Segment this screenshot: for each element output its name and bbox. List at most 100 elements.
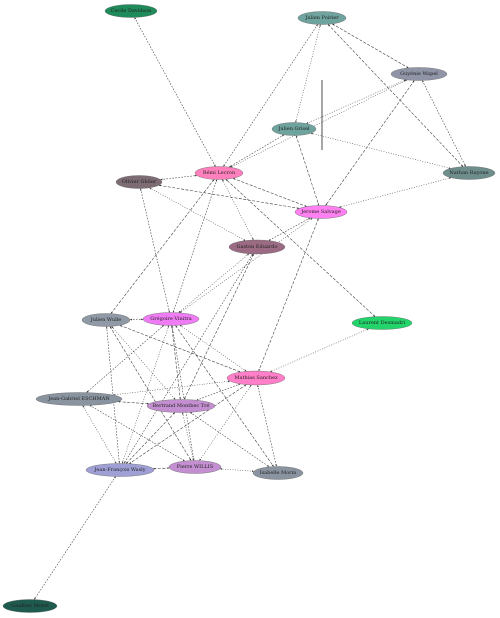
edge-n2-n7 bbox=[223, 24, 318, 167]
edge-n11-n15 bbox=[171, 325, 181, 400]
edge-n15-n18 bbox=[189, 412, 270, 468]
edge-n7-n10 bbox=[110, 179, 215, 314]
edge-n9-n11 bbox=[178, 253, 250, 313]
edge-n3-n7 bbox=[230, 79, 408, 168]
edge-n8-n9 bbox=[268, 217, 311, 241]
node-ellipse[interactable] bbox=[252, 466, 304, 480]
edge-n11-n18 bbox=[175, 325, 274, 467]
node-label: Jerome Salvage bbox=[300, 209, 341, 215]
node-ellipse[interactable] bbox=[390, 67, 448, 81]
edge-n6-n7 bbox=[160, 174, 197, 181]
node-ellipse[interactable] bbox=[85, 463, 155, 477]
graph-node[interactable]: Nathan Rayone bbox=[442, 166, 496, 180]
node-label: Julien Poirier bbox=[304, 15, 339, 21]
node-ellipse[interactable] bbox=[146, 399, 216, 413]
node-label: Guyénie Wapel bbox=[400, 70, 438, 77]
node-ellipse[interactable] bbox=[142, 312, 200, 326]
edge-n12-n13 bbox=[269, 328, 369, 373]
edge-n16-n17 bbox=[153, 467, 170, 470]
node-ellipse[interactable] bbox=[297, 11, 347, 25]
node-ellipse[interactable] bbox=[228, 239, 286, 255]
edge-n1-n7 bbox=[134, 17, 216, 167]
edge-n13-n14 bbox=[112, 380, 231, 396]
edge-n4-n5 bbox=[310, 132, 451, 169]
edge-n3-n4 bbox=[306, 79, 407, 124]
edge-n7-n11 bbox=[172, 179, 218, 313]
node-label: Jean-François Wasly bbox=[93, 467, 145, 473]
node-ellipse[interactable] bbox=[271, 122, 317, 136]
node-label: Jean-Gabriel ESCHMAN bbox=[47, 396, 110, 402]
edge-n10-n13 bbox=[119, 325, 241, 373]
edge-n11-n13 bbox=[179, 324, 247, 372]
node-ellipse[interactable] bbox=[115, 175, 163, 189]
node-label: Nathan Rayone bbox=[449, 170, 488, 176]
edge-n6-n9 bbox=[149, 187, 246, 241]
node-ellipse[interactable] bbox=[294, 205, 348, 219]
edge-n11-n14 bbox=[86, 325, 164, 393]
graph-node[interactable]: Pierre WILLIS bbox=[168, 460, 222, 474]
node-ellipse[interactable] bbox=[168, 460, 222, 474]
edge-n10-n15 bbox=[111, 326, 176, 400]
edge-n8-n11 bbox=[179, 217, 313, 314]
node-ellipse[interactable] bbox=[35, 392, 123, 406]
graph-node[interactable]: Gaston Eduardo bbox=[228, 239, 286, 255]
edge-n2-n3 bbox=[332, 23, 409, 69]
edge-n14-n15 bbox=[118, 400, 150, 405]
edge-n13-n18 bbox=[257, 384, 277, 467]
node-label: Julien Wulle bbox=[90, 317, 122, 323]
graph-node[interactable]: Olivier Ghiler bbox=[115, 175, 163, 189]
node-label: Cecile Davidson bbox=[111, 8, 153, 14]
node-ellipse[interactable] bbox=[442, 166, 496, 180]
graph-node[interactable]: Jean-Gabriel ESCHMAN bbox=[35, 392, 123, 406]
graph-node[interactable]: Bertrand Montbec Tré bbox=[146, 399, 216, 413]
graph-node[interactable]: Julien Grisel bbox=[271, 122, 317, 136]
graph-node[interactable]: Julien Poirier bbox=[297, 11, 347, 25]
node-ellipse[interactable] bbox=[2, 599, 58, 613]
node-ellipse[interactable] bbox=[194, 166, 244, 180]
edge-n13-n16 bbox=[129, 384, 247, 464]
node-ellipse[interactable] bbox=[351, 316, 413, 330]
edge-n15-n16 bbox=[125, 412, 176, 464]
graph-node[interactable]: Julien Wulle bbox=[81, 313, 131, 327]
node-label: Bertrand Montbec Tré bbox=[152, 402, 209, 409]
edge-n4-n8 bbox=[295, 135, 320, 206]
graph-node[interactable]: Isabelle Morin bbox=[252, 466, 304, 480]
edge-n6-n8 bbox=[158, 184, 300, 209]
graph-node[interactable]: Guyénie Wapel bbox=[390, 67, 448, 81]
graph-node[interactable]: Jerome Salvage bbox=[294, 205, 348, 219]
graph-node[interactable]: Laurent Desmadri bbox=[351, 316, 413, 330]
graph-node[interactable]: Gaultier Morel bbox=[2, 599, 58, 613]
edge-n10-n17 bbox=[109, 326, 192, 461]
edge-n3-n5 bbox=[422, 80, 466, 167]
node-label: Olivier Ghiler bbox=[122, 179, 157, 185]
node-label: Pierre WILLIS bbox=[177, 464, 214, 470]
node-label: Grégoire Vinitra bbox=[150, 315, 191, 322]
node-label: Laurent Desmadri bbox=[359, 320, 406, 326]
node-label: Gaston Eduardo bbox=[236, 244, 277, 250]
node-ellipse[interactable] bbox=[226, 370, 286, 386]
edges-layer bbox=[33, 17, 466, 600]
node-label: Mathias Sanchez bbox=[234, 375, 278, 381]
edge-n2-n5 bbox=[327, 24, 464, 167]
graph-node[interactable]: Rémi Lecron bbox=[194, 166, 244, 180]
edge-n17-n18 bbox=[219, 468, 254, 473]
node-ellipse[interactable] bbox=[81, 313, 131, 327]
edge-n14-n17 bbox=[89, 405, 185, 462]
graph-node[interactable]: Jean-François Wasly bbox=[85, 463, 155, 477]
edge-n16-n19 bbox=[33, 476, 116, 600]
node-label: Gaultier Morel bbox=[11, 603, 49, 609]
graph-node[interactable]: Cecile Davidson bbox=[104, 4, 158, 18]
node-label: Isabelle Morin bbox=[260, 470, 298, 476]
edge-n2-n4 bbox=[295, 24, 321, 123]
edge-n11-n16 bbox=[121, 325, 170, 464]
edge-n7-n9 bbox=[222, 179, 254, 241]
edge-n13-n17 bbox=[199, 384, 252, 461]
node-ellipse[interactable] bbox=[104, 4, 158, 18]
edge-n9-n16 bbox=[123, 253, 253, 464]
graph-node[interactable]: Mathias Sanchez bbox=[226, 370, 286, 386]
graph-node[interactable]: Grégoire Vinitra bbox=[142, 312, 200, 326]
node-label: Rémi Lecron bbox=[203, 169, 236, 176]
edge-n4-n7 bbox=[228, 134, 285, 168]
